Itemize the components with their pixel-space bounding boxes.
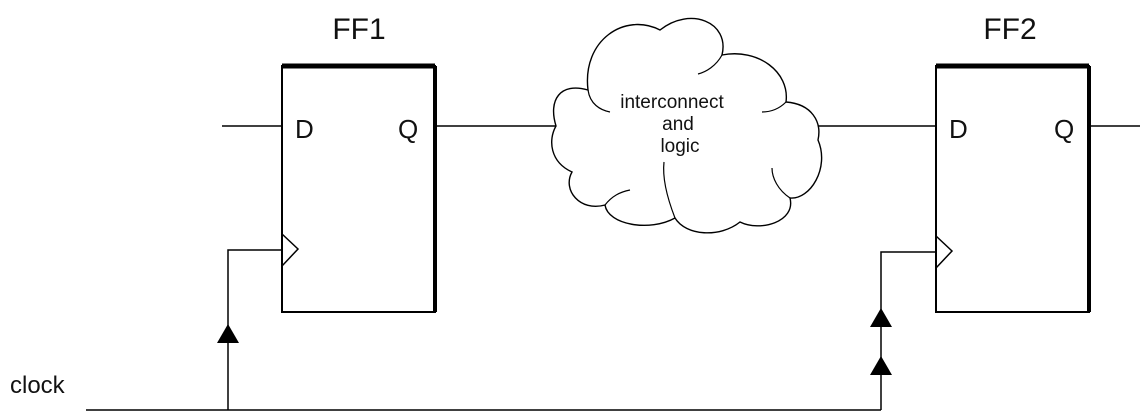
cloud-inner-curve-2 bbox=[697, 54, 723, 75]
ff1-body bbox=[281, 65, 436, 313]
cloud-inner-curve-5 bbox=[663, 161, 676, 219]
flipflop-ff1: FF1 D Q bbox=[281, 13, 437, 313]
ff1-title: FF1 bbox=[332, 13, 385, 46]
ff1-q-label: Q bbox=[398, 114, 418, 144]
ff2-clock-wire bbox=[880, 251, 936, 410]
cloud-line-1: interconnect bbox=[620, 92, 724, 113]
cloud-outline bbox=[551, 17, 823, 234]
cloud-inner-curve-6 bbox=[604, 189, 631, 206]
ff1-clock-wire bbox=[227, 249, 282, 410]
ff1-clock-arrow-icon bbox=[217, 324, 239, 343]
cloud-inner-curve-3 bbox=[761, 101, 787, 113]
ff2-clock-arrow-icon-upper bbox=[870, 308, 892, 327]
ff2-d-label: D bbox=[949, 114, 968, 144]
ff2-clock-pin-icon bbox=[935, 235, 954, 269]
cloud-inner-curve-4 bbox=[771, 167, 791, 199]
ff2-body bbox=[935, 65, 1090, 313]
cloud-line-2: and bbox=[662, 114, 694, 135]
ff2-title: FF2 bbox=[983, 13, 1036, 46]
ff1-clock-pin-icon bbox=[281, 233, 300, 267]
ff2-clock-arrow-icon-lower bbox=[870, 356, 892, 375]
cloud-inner-curve-1 bbox=[587, 89, 611, 113]
cloud-line-3: logic bbox=[660, 136, 699, 157]
flipflop-ff2: FF2 D Q bbox=[935, 13, 1091, 313]
logic-cloud: interconnect and logic bbox=[551, 17, 823, 234]
ff2-q-label: Q bbox=[1054, 114, 1074, 144]
ff1-d-label: D bbox=[295, 114, 314, 144]
clock-label: clock bbox=[10, 372, 66, 399]
